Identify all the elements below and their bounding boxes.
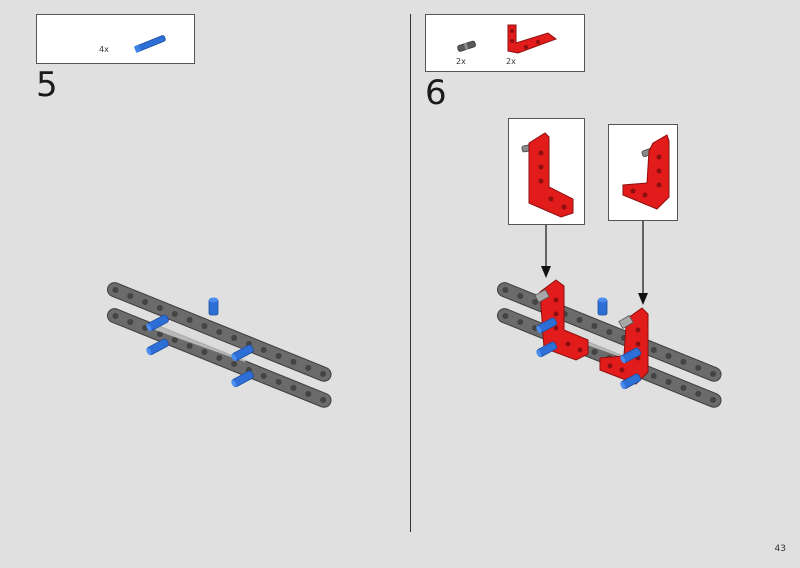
grey-pin-icon	[457, 40, 476, 52]
red-angle-beam-with-pin-left	[521, 132, 574, 218]
red-angle-beam-mounted-right	[599, 307, 649, 385]
callout-right	[608, 124, 678, 221]
red-angle-beam-with-pin-right	[622, 134, 670, 210]
step-divider	[410, 14, 411, 532]
step5-parts-list: 4x	[36, 14, 195, 64]
callout-left	[508, 118, 585, 225]
blue-axle-pin-icon	[134, 35, 166, 53]
step5-part-qty: 4x	[99, 45, 109, 54]
red-angle-beam-mounted-left	[534, 279, 589, 361]
step5-number: 5	[36, 65, 58, 105]
step6-grey-pin-qty: 2x	[456, 57, 466, 66]
arrow-right	[638, 221, 648, 305]
step5-assembly	[104, 280, 334, 410]
blue-pin-vertical	[208, 297, 219, 316]
step6-red-beam-qty: 2x	[506, 57, 516, 66]
red-angle-beam-icon	[507, 24, 558, 54]
page-number: 43	[774, 544, 786, 554]
step6-number: 6	[425, 73, 447, 113]
arrow-left	[541, 225, 551, 278]
blue-pin-vertical-6	[597, 297, 608, 316]
step6-parts-list: 2x 2x	[425, 14, 585, 72]
